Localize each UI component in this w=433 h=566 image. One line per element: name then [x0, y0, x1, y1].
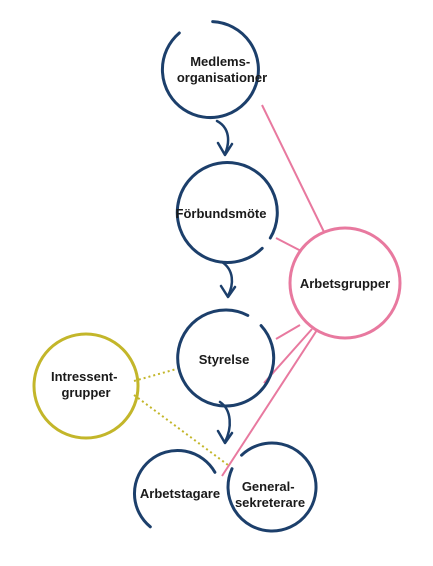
navy-circles	[132, 20, 318, 533]
circle-forbundsmote	[175, 161, 279, 264]
connector-arbetsgrupper-general	[221, 329, 318, 477]
connector-intressent-styrelse	[133, 367, 181, 382]
arrow-medlems-forbund	[215, 119, 234, 157]
circle-medlemsorganisationer	[160, 20, 260, 120]
label-medlems-line1: Medlems-	[190, 54, 250, 69]
navy-arrows	[215, 119, 237, 445]
circle-arbetstagare	[132, 449, 217, 529]
label-intressent-line1: Intressent-	[51, 369, 117, 384]
connector-styrelse-arbetsgrupper	[275, 324, 301, 340]
label-medlemsorganisationer: Medlems- organisationer	[177, 54, 267, 85]
label-general-line2: sekreterare	[235, 495, 305, 510]
label-arbetsgrupper: Arbetsgrupper	[300, 276, 390, 291]
label-general-line1: General-	[242, 479, 295, 494]
label-intressentgrupper: Intressent- grupper	[51, 369, 121, 400]
circle-generalsekreterare	[226, 441, 318, 533]
circle-intressentgrupper	[32, 332, 140, 440]
label-styrelse: Styrelse	[199, 352, 250, 367]
arrow-styrelse-arbetstagare	[216, 400, 234, 445]
label-arbetstagare: Arbetstagare	[140, 486, 220, 501]
circle-arbetsgrupper	[288, 226, 402, 340]
label-generalsekreterare: General- sekreterare	[235, 479, 305, 510]
connector-medlems-arbetsgrupper	[261, 104, 325, 233]
connector-forbund-arbetsgrupper	[275, 237, 304, 253]
label-medlems-line2: organisationer	[177, 70, 267, 85]
label-intressent-line2: grupper	[61, 385, 110, 400]
label-forbundsmote: Förbundsmöte	[176, 206, 267, 221]
arrow-forbund-styrelse	[219, 260, 237, 299]
circle-styrelse	[176, 308, 276, 408]
